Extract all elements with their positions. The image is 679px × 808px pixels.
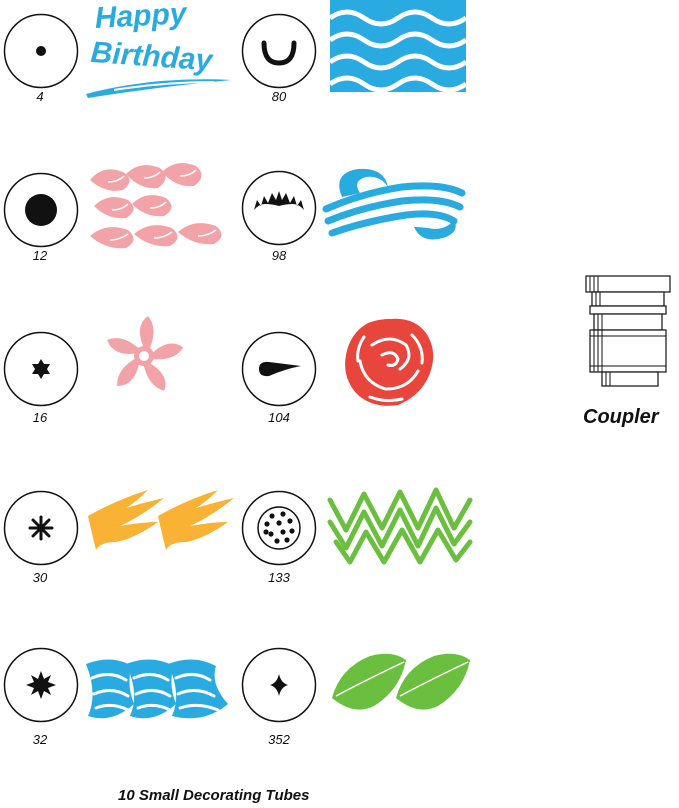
green-grass-sample (326, 482, 474, 568)
tip-number: 352 (268, 732, 290, 747)
tip-number: 80 (271, 89, 287, 104)
blue-waves-sample (330, 0, 466, 92)
tip-16-icon (3, 331, 79, 407)
tip-30-icon (3, 490, 79, 566)
tip-number: 32 (32, 732, 48, 747)
green-leaves-sample (330, 650, 472, 718)
blue-shells-sample (82, 654, 232, 728)
happy-text: Happy (94, 0, 188, 35)
tip-number: 4 (36, 89, 44, 104)
tip-number: 104 (268, 410, 290, 425)
coupler-icon (580, 272, 676, 395)
pink-teardrops-sample (88, 160, 228, 255)
coupler-label: Coupler (583, 406, 659, 428)
tip-98-icon (241, 170, 317, 246)
blue-swirl-sample (322, 163, 468, 245)
tip-352-icon (241, 647, 317, 723)
tip-104-icon (241, 331, 317, 407)
tip-133-icon (241, 490, 317, 566)
tip-number: 16 (32, 410, 48, 425)
yellow-flames-sample (86, 486, 238, 558)
red-rose-sample (342, 315, 438, 409)
tip-12-icon (3, 172, 79, 248)
tip-number: 133 (268, 570, 290, 585)
tip-number: 98 (271, 248, 287, 263)
pink-star-flower-sample (104, 314, 184, 398)
caption: 10 Small Decorating Tubes (118, 787, 310, 804)
happy-birthday-sample: Happy Birthday (84, 0, 234, 100)
tip-number: 30 (32, 570, 48, 585)
tip-80-icon (241, 13, 317, 89)
tip-number: 12 (32, 248, 48, 263)
tip-32-icon (3, 647, 79, 723)
tip-4-icon (3, 13, 79, 89)
